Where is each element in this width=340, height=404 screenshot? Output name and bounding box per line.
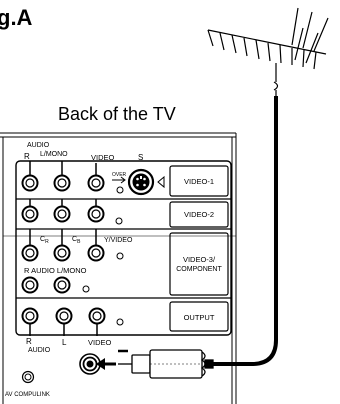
video3-component-jacks — [21, 229, 124, 294]
video3-audio-indicator — [82, 285, 90, 293]
audio-bottom-label: AUDIO — [28, 347, 51, 354]
tv-back-panel — [0, 132, 237, 404]
video-bottom-label: VIDEO — [88, 338, 112, 347]
antenna-cable — [212, 96, 278, 366]
antenna-icon — [207, 7, 329, 96]
video2-video-jack — [87, 205, 105, 223]
output-jacks — [21, 307, 124, 336]
video3-indicator — [116, 252, 124, 260]
cr-label: CR — [40, 236, 49, 245]
video2-label-box — [169, 201, 229, 228]
output-audio-r-jack — [21, 307, 39, 325]
video3-label-box — [169, 232, 229, 296]
s-video-jack — [127, 168, 155, 196]
video-top-label: VIDEO — [91, 153, 115, 162]
video1-label: VIDEO-1 — [184, 177, 214, 186]
lmono-top-label: L/MONO — [40, 151, 68, 158]
video2-audio-r-jack — [21, 205, 39, 223]
video1-jacks — [21, 161, 105, 192]
video3-label-line2: COMPONENT — [176, 266, 222, 273]
r-bottom-label: R — [26, 337, 32, 346]
output-label-box — [169, 301, 229, 332]
over-arrow-icon — [112, 176, 126, 184]
video3-audio-r-jack — [21, 276, 39, 294]
jack-panel — [15, 160, 232, 336]
output-indicator — [116, 318, 124, 326]
video2-indicator — [115, 217, 123, 225]
component-y-video-jack — [87, 244, 105, 262]
video1-audio-r-jack — [21, 174, 39, 192]
audio-top-label: AUDIO — [27, 142, 50, 149]
coaxial-plug — [118, 349, 214, 379]
s-video-label: S — [138, 153, 143, 162]
y-video-label: Y/VIDEO — [104, 237, 133, 244]
figure-label: g.A — [0, 5, 33, 30]
over-label: OVER — [112, 172, 127, 178]
video1-video-jack — [87, 174, 105, 192]
video3-audio-l-jack — [53, 276, 71, 294]
arrow-left-icon — [96, 358, 116, 370]
s-video-arrow-icon — [157, 175, 165, 189]
output-audio-l-jack — [55, 307, 73, 325]
r-audio-lmono-label: R AUDIO L/MONO — [24, 266, 87, 275]
av-compulink-label: AV COMPULINK — [5, 392, 50, 398]
av-compulink-jack — [21, 370, 35, 384]
component-cb-jack — [53, 244, 71, 262]
video2-jacks — [21, 199, 123, 225]
video3-label-line1: VIDEO-3/ — [183, 255, 216, 264]
video1-audio-l-jack — [53, 174, 71, 192]
output-video-jack — [88, 307, 106, 325]
video2-audio-l-jack — [53, 205, 71, 223]
cb-label: CB — [72, 236, 81, 245]
video2-label: VIDEO-2 — [184, 210, 214, 219]
component-cr-jack — [21, 244, 39, 262]
back-of-tv-caption: Back of the TV — [58, 104, 176, 124]
l-bottom-label: L — [62, 338, 67, 347]
video1-label-box — [169, 165, 229, 197]
video1-indicator — [116, 186, 124, 194]
output-label: OUTPUT — [184, 313, 215, 322]
r-top-label: R — [24, 152, 30, 161]
